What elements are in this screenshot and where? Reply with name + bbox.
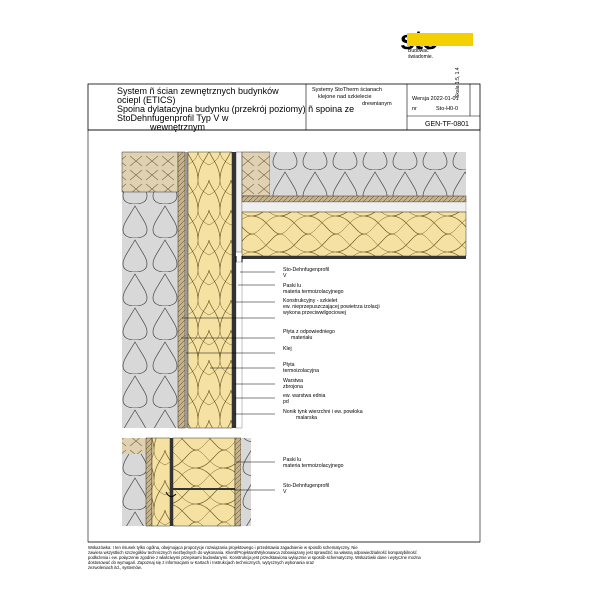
label-moisture-barrier: wykona przeciwwilgociowej <box>283 310 346 316</box>
top-render-layers <box>242 256 466 259</box>
label-adhesive: Klej <box>283 346 292 352</box>
lower-left-board <box>145 437 153 527</box>
top-timber-stud <box>241 151 271 197</box>
lower-right-board <box>234 437 242 527</box>
label-strips-material: materia termoizolacyjnego <box>283 289 344 295</box>
label-pd: pd <box>283 399 289 405</box>
system-line-3: drewnianym <box>362 101 392 107</box>
lower-section-detail <box>122 437 275 527</box>
joint-strip <box>235 151 243 253</box>
note-line-2: zawiera wszystkich szczegółów techniczny… <box>88 550 417 555</box>
lower-label-profile: Sto-Dehnfugenprofil <box>283 483 330 489</box>
label-airtight-layer: ew. nieprzepuszczającej powietrza izolac… <box>283 304 380 310</box>
left-mineral-wool <box>122 152 178 428</box>
lower-right-insulation <box>172 437 236 527</box>
system-line-2: klejone nad szkielecie <box>318 94 372 100</box>
lower-label-profile-type: V <box>283 489 287 495</box>
label-profile-type: V <box>283 273 287 279</box>
left-board <box>177 151 186 429</box>
upper-leader-lines <box>181 271 275 415</box>
drawing-code: GEN-TF-0801 <box>425 121 469 128</box>
top-board <box>241 195 467 203</box>
top-insulation-board <box>241 211 467 257</box>
lower-label-strips-material: materia termoizolacyjnego <box>283 463 344 469</box>
tagline-line-1: Budować <box>408 48 429 54</box>
top-mineral-wool <box>270 152 466 196</box>
number-label: nr <box>412 106 417 112</box>
version-text: Wersja 2022-01-01 <box>412 96 459 102</box>
title-line-3: Spoina dylatacyjna budynku (przekrój poz… <box>117 104 355 114</box>
label-board: Płyta z odpowiedniego <box>283 329 335 335</box>
title-line-1: System ñ ścian zewnętrznych budynków <box>117 86 279 96</box>
top-adhesive <box>241 201 467 213</box>
scale-vertical-text: Skala 1:5, 1.4 <box>455 67 461 98</box>
lower-label-strips: Paski lu <box>283 457 302 463</box>
note-line-3: podłożenia i ew. połączenie zgodnie z wł… <box>88 555 421 560</box>
tagline-line-2: świadomie. <box>408 53 434 60</box>
note-line-5: zezwoleniach itd., systemów. <box>88 565 142 570</box>
label-insulation-type: termoizolacyjna <box>283 368 320 374</box>
label-layer: Warstwa <box>283 378 303 384</box>
label-insulation-board: Płyta <box>283 362 295 368</box>
label-intermediate-layer: ew. warstwa ednia <box>283 393 326 399</box>
title-line-5: wewnętrznym <box>150 122 206 132</box>
label-reinforced: zbrojona <box>283 384 303 390</box>
lower-expansion-profile <box>165 491 177 498</box>
title-line-4: StoDehnfugenprofil Typ V w <box>117 113 229 123</box>
brand-tagline: Budować świadomie. <box>408 48 434 60</box>
system-line-1: Systemy StoTherm ścianach <box>312 87 382 93</box>
left-timber-stud <box>121 151 179 193</box>
lower-left-insulation <box>151 437 171 527</box>
label-finish-render: Nonik tynk wierzchni i ew. powłoka <box>283 409 363 415</box>
label-paint-coating: malarska <box>296 415 318 421</box>
left-insulation-board <box>187 151 233 429</box>
label-board-material: materiału <box>291 335 313 341</box>
label-frame: Konstrukcyjny - szkielet <box>283 298 338 304</box>
label-strips: Paski lu <box>283 283 302 289</box>
note-line-1: Wskazówka: I ten risunek tylko ogólna, o… <box>88 545 358 550</box>
left-adhesive <box>185 152 188 428</box>
upper-section-detail <box>121 151 467 429</box>
note-line-4: dostosować do wymagań. Zapoznaj się z in… <box>88 560 314 565</box>
brand-accent-bar <box>407 33 473 46</box>
number-value: Sto-H0-0 <box>436 106 459 112</box>
left-render-layers <box>232 152 236 428</box>
label-profile: Sto-Dehnfugenprofil <box>283 267 330 273</box>
title-line-2: ociepl (ETICS) <box>117 95 176 105</box>
